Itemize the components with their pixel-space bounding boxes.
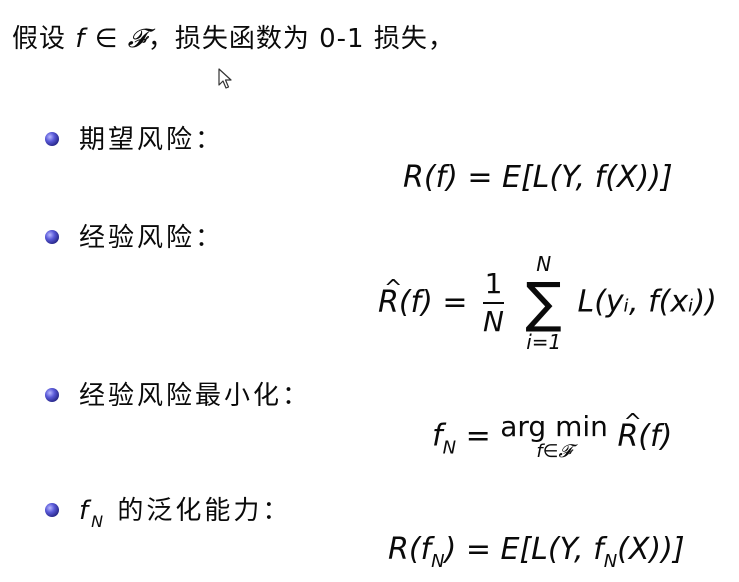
sigma-icon: ∑ <box>525 271 562 334</box>
expected-risk-formula: R(f) = E[L(Y, f(X))] <box>403 160 673 195</box>
bullet-icon <box>45 131 59 146</box>
intro-prefix: 假设 <box>12 24 67 54</box>
bullet-icon <box>45 387 59 402</box>
intro-line: 假设 f ∈ 𝓕，损失函数为 0-1 损失， <box>12 22 455 56</box>
fraction: 1 N <box>483 267 504 338</box>
mouse-cursor-icon <box>218 68 232 89</box>
erm-formula: fN = arg min f∈𝓕 R(f) <box>432 403 672 469</box>
list-item-label: 期望风险： <box>79 125 225 155</box>
summation: N ∑ i=1 <box>525 252 562 354</box>
bullet-icon <box>45 229 59 244</box>
intro-text: ，损失函数为 0-1 损失， <box>147 24 455 54</box>
generalization-formula: R(fN) = E[L(Y, fN(X))] <box>388 532 685 572</box>
list-item-expected-risk: 期望风险： <box>45 124 224 156</box>
list-item-generalization: fN 的泛化能力： <box>45 495 291 538</box>
intro-set: 𝓕 <box>127 24 148 54</box>
intro-var: f <box>75 24 86 54</box>
list-item-label: 经验风险： <box>79 223 225 253</box>
list-item-label: 的泛化能力： <box>106 496 292 526</box>
list-item-erm: 经验风险最小化： <box>45 380 311 412</box>
empirical-risk-formula: R(f) = 1 N N ∑ i=1 L(yᵢ, f(xᵢ)) <box>378 252 717 354</box>
list-item-empirical-risk: 经验风险： <box>45 222 224 254</box>
bullet-icon <box>45 502 59 517</box>
argmin-operator: arg min f∈𝓕 <box>500 410 608 462</box>
list-item-label: 经验风险最小化： <box>79 381 312 411</box>
intro-in-symbol: ∈ <box>94 24 119 54</box>
empirical-lhs: R(f) = <box>378 269 468 323</box>
empirical-rhs: L(yᵢ, f(xᵢ)) <box>577 284 717 320</box>
